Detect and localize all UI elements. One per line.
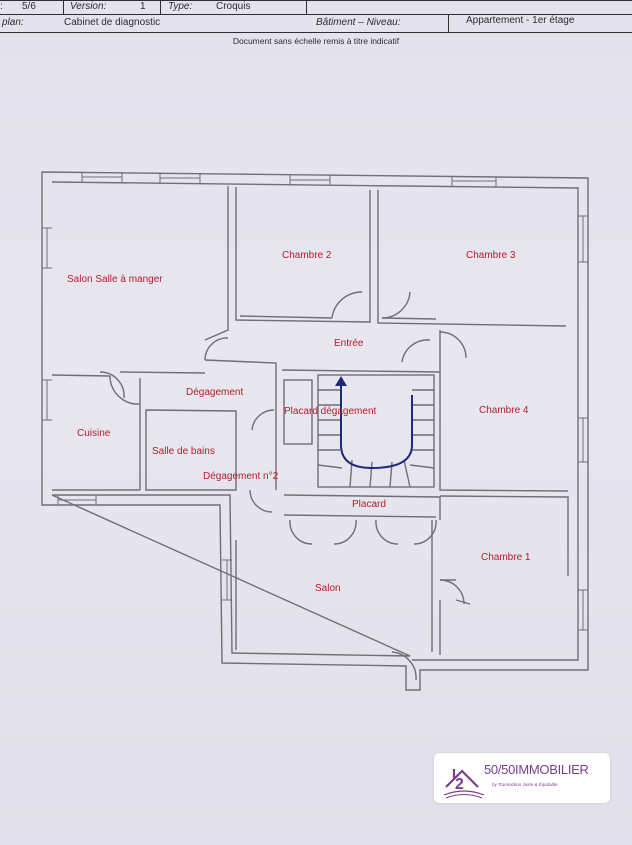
batiment-value: Appartement - 1er étage (466, 15, 575, 26)
page-number: 5/6 (22, 1, 36, 12)
outer-wall (41, 171, 589, 691)
stair-direction-arrow (340, 384, 413, 470)
logo-wordmark: 50/50IMMOBILIER (484, 762, 589, 777)
door-arc (204, 337, 229, 361)
door-arc (251, 409, 275, 431)
walls (41, 171, 589, 691)
wall-top-rooms (235, 187, 567, 327)
door-arc (439, 579, 465, 605)
window (451, 176, 497, 187)
wall-corridor (119, 359, 441, 490)
window (57, 495, 97, 505)
header-col-divider (448, 14, 449, 32)
version-value: 1 (140, 1, 146, 12)
label-placard-degagement: Placard dégagement (284, 406, 377, 417)
plan-label: plan: (2, 17, 24, 28)
wall-placard (283, 494, 441, 520)
window (289, 175, 331, 185)
label-degagement-2: Dégagement n°2 (203, 471, 279, 482)
label-salle-de-bains: Salle de bains (152, 446, 215, 457)
label-salon-salle-a-manger: Salon Salle à manger (67, 274, 163, 285)
header-col-divider (63, 0, 64, 14)
outer-wall-inner (51, 181, 579, 661)
label-degagement: Dégagement (186, 387, 243, 398)
plan-value: Cabinet de diagnostic (64, 17, 161, 28)
header-col-divider (160, 0, 161, 14)
wall-chambre1 (439, 599, 471, 655)
window (578, 215, 588, 263)
stair-arrow-head (335, 376, 347, 386)
svg-text:2: 2 (455, 776, 464, 793)
wall-bathroom (145, 409, 237, 491)
label-salon: Salon (315, 583, 341, 594)
label-cuisine: Cuisine (77, 428, 111, 439)
door-arc (109, 375, 141, 405)
header-top-border (0, 0, 632, 1)
wall-salon-right (204, 186, 229, 341)
label-entree: Entrée (334, 338, 364, 349)
wall-kitchen (51, 374, 141, 491)
batiment-label: Bâtiment – Niveau: (316, 17, 401, 28)
window (81, 172, 123, 182)
stair-treads (317, 389, 435, 488)
header-bottom-border (0, 32, 632, 33)
type-label: Type: (168, 1, 193, 12)
window (42, 379, 52, 421)
header-col-divider (306, 0, 307, 14)
label-chambre-4: Chambre 4 (479, 405, 529, 416)
version-label: Version: (70, 1, 107, 12)
window (578, 589, 588, 631)
label-chambre-2: Chambre 2 (282, 250, 332, 261)
label-placard: Placard (352, 499, 386, 510)
window (222, 559, 232, 601)
document-note: Document sans échelle remis à titre indi… (232, 36, 400, 46)
house-logo-icon: 2 (443, 769, 485, 799)
label-chambre-3: Chambre 3 (466, 250, 516, 261)
label-chambre-1: Chambre 1 (481, 552, 531, 563)
wall-chambre4 (439, 330, 569, 576)
page-prefix: : (0, 1, 3, 12)
stair-block (317, 374, 435, 488)
door-arc (439, 331, 467, 359)
window (578, 417, 588, 463)
door-arc (391, 651, 417, 681)
wall-chambre2-bottom (239, 315, 437, 320)
door-arc (401, 339, 431, 363)
door-arc (99, 371, 125, 399)
door-arc (331, 291, 411, 319)
placard-degagement-box (283, 379, 313, 445)
logo-tagline: by Transaction Juste & Équitable (492, 782, 558, 787)
windows (42, 172, 588, 631)
type-value: Croquis (216, 1, 251, 12)
window (42, 227, 52, 269)
door-arc (289, 519, 437, 545)
agency-logo: 2 50/50IMMOBILIER by Transaction Juste &… (434, 753, 610, 803)
header-table: : 5/6 Version: 1 Type: Croquis plan: Cab… (0, 0, 632, 34)
window (159, 173, 201, 184)
door-arc (249, 489, 273, 513)
header-row-divider (0, 14, 632, 15)
